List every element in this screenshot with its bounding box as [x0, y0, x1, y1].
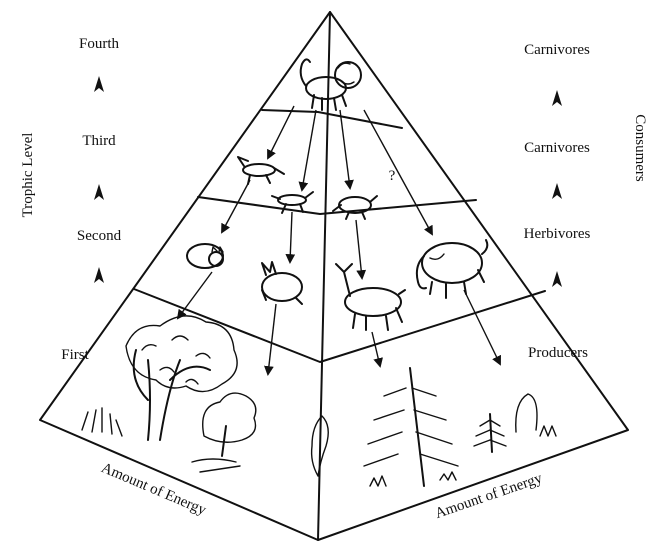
broadleaf-tree-icon [125, 315, 238, 441]
uncertain-link-mark: ? [389, 168, 396, 184]
shrub-icon [515, 393, 557, 437]
level-first-label: First [61, 347, 89, 363]
left-axis: Trophic Level Fourth Third Second First [20, 36, 122, 363]
rodent-icon [332, 195, 378, 220]
herbivores-label: Herbivores [524, 226, 591, 242]
grass-icon [81, 407, 241, 473]
up-arrow-icon [94, 184, 104, 200]
elephant-icon [415, 239, 489, 299]
pyramid-outline [39, 11, 629, 541]
weasel-icon [271, 191, 314, 214]
carnivores-top-label: Carnivores [524, 42, 590, 58]
up-arrow-icon [552, 271, 562, 287]
deer-icon [335, 263, 406, 331]
level-second-label: Second [77, 228, 122, 244]
food-chain-arrows [176, 105, 501, 376]
level-fourth-label: Fourth [79, 36, 120, 52]
producers-label: Producers [528, 345, 588, 361]
shrub-icon [202, 392, 257, 457]
right-axis-title: Consumers [632, 114, 648, 182]
pine-tree-icon [363, 367, 459, 487]
up-arrow-icon [552, 90, 562, 106]
root-icon [310, 415, 329, 477]
lion-icon [299, 58, 362, 111]
up-arrow-icon [552, 183, 562, 199]
left-axis-title: Trophic Level [20, 133, 36, 218]
right-axis: Consumers Carnivores Carnivores Herbivor… [524, 42, 648, 361]
energy-label-right: Amount of Energy [433, 470, 545, 522]
fox-icon [237, 156, 285, 185]
small-pine-icon [473, 413, 507, 453]
carnivores-mid-label: Carnivores [524, 140, 590, 156]
up-arrow-icon [94, 76, 104, 92]
up-arrow-icon [94, 267, 104, 283]
cat-icon [186, 243, 224, 269]
level-third-label: Third [82, 133, 116, 149]
rabbit-icon [261, 261, 303, 305]
